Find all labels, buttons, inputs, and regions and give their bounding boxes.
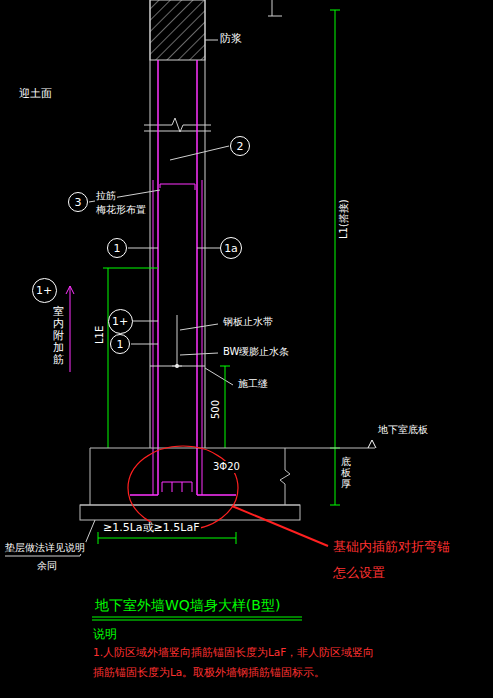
callout-number: 2 bbox=[230, 136, 250, 156]
callout-text: 1+ bbox=[36, 284, 52, 297]
callout-text: 2 bbox=[237, 140, 244, 153]
part-label: 防浆 bbox=[219, 33, 243, 46]
callout-number: 1 bbox=[107, 238, 127, 258]
drawing-title: 地下室外墙WQ墙身大样(B型) bbox=[94, 597, 281, 613]
callout-text: 3 bbox=[75, 196, 82, 209]
callout-number: 1+ bbox=[32, 278, 57, 303]
part-label: 钢板止水带 bbox=[222, 316, 274, 328]
callout-number: 3 bbox=[68, 192, 88, 212]
annotation-text: 基础内插筋对折弯锚 bbox=[332, 540, 451, 555]
part-label: 梅花形布置 bbox=[95, 204, 147, 216]
part-label: 拉筋 bbox=[95, 190, 117, 202]
level-label: 地下室底板 bbox=[377, 424, 429, 436]
note-text: 1.人防区域外墙竖向插筋锚固长度为LaF，非人防区域竖向 bbox=[92, 646, 375, 658]
rebar-label: 室内附加筋 bbox=[52, 306, 65, 366]
notes-heading: 说明 bbox=[92, 628, 118, 642]
callout-text: 1 bbox=[114, 242, 121, 255]
rebar-label: 3Φ20 bbox=[212, 461, 241, 473]
dimension-text: 底板厚 bbox=[340, 456, 352, 489]
side-label: 迎土面 bbox=[18, 88, 53, 101]
part-label: 施工缝 bbox=[237, 378, 269, 390]
note-label: 垫层做法详见说明 bbox=[4, 542, 86, 554]
note-text: 插筋锚固长度为La。取极外墙钢插筋锚固标示。 bbox=[92, 666, 326, 678]
dimension-text: 500 bbox=[210, 399, 222, 420]
callout-number: 1+ bbox=[108, 309, 133, 334]
annotation-text: 怎么设置 bbox=[332, 566, 386, 581]
part-label: BW缓膨止水条 bbox=[222, 346, 290, 358]
note-label: 余同 bbox=[36, 560, 58, 572]
dimension-text: L1(搭接) bbox=[338, 198, 350, 240]
dimension-text: ≥1.5La或≥1.5LaF bbox=[102, 522, 201, 535]
callout-number: 1 bbox=[110, 334, 130, 354]
callout-text: 1+ bbox=[112, 315, 128, 328]
callout-text: 1 bbox=[117, 338, 124, 351]
callout-number: 1a bbox=[220, 237, 242, 259]
callout-text: 1a bbox=[224, 242, 238, 255]
dimension-text: L1E bbox=[94, 325, 106, 345]
